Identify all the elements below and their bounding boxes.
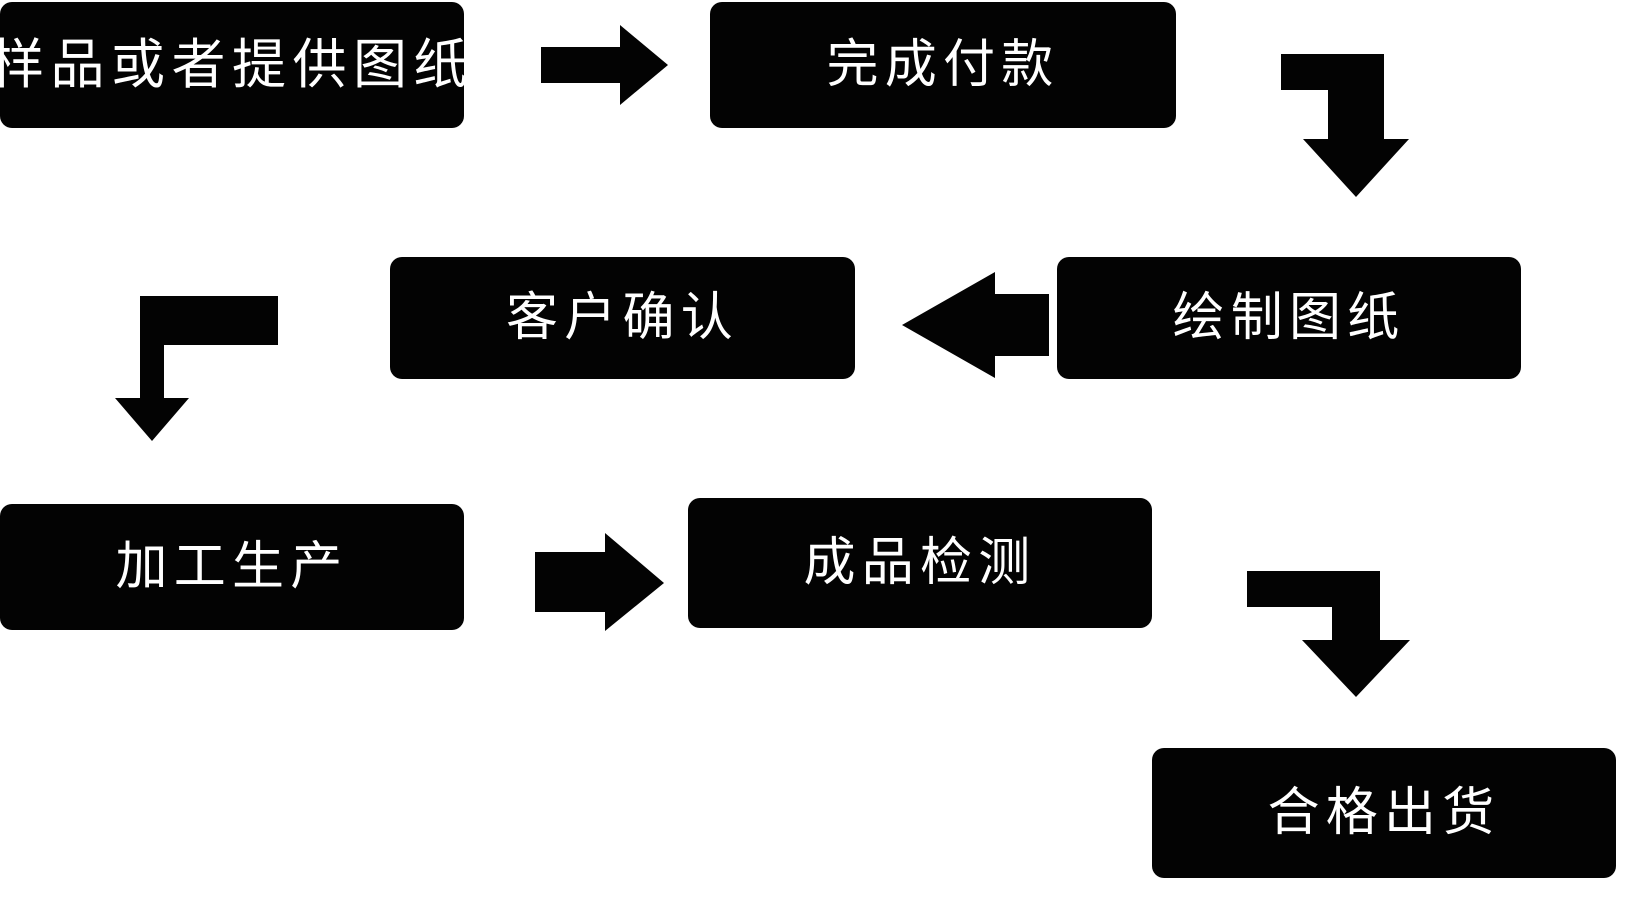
node-qualified-shipment[interactable]: 合格出货	[1152, 748, 1616, 878]
arrow-draw-to-confirm	[902, 272, 1049, 378]
node-processing-production[interactable]: 加工生产	[0, 504, 464, 630]
node-sample-or-drawing[interactable]: 样品或者提供图纸	[0, 2, 467, 128]
arrow-sample-to-payment	[541, 25, 668, 105]
arrow-payment-to-draw	[1281, 54, 1409, 197]
node-customer-confirmation-label: 客户确认	[506, 289, 739, 347]
arrow-confirm-to-production	[115, 296, 278, 441]
node-complete-payment[interactable]: 完成付款	[710, 2, 1176, 128]
node-finished-product-inspection-label: 成品检测	[803, 534, 1037, 592]
node-processing-production-label: 加工生产	[115, 538, 349, 596]
node-draw-blueprint-label: 绘制图纸	[1172, 289, 1406, 347]
node-customer-confirmation[interactable]: 客户确认	[390, 257, 855, 379]
node-sample-or-drawing-label: 样品或者提供图纸	[0, 35, 474, 95]
arrow-production-to-inspection	[535, 533, 664, 631]
arrow-inspection-to-shipment	[1247, 571, 1410, 697]
node-qualified-shipment-label: 合格出货	[1267, 784, 1501, 842]
node-finished-product-inspection[interactable]: 成品检测	[688, 498, 1152, 628]
node-draw-blueprint[interactable]: 绘制图纸	[1057, 257, 1521, 379]
node-complete-payment-label: 完成付款	[826, 36, 1060, 94]
